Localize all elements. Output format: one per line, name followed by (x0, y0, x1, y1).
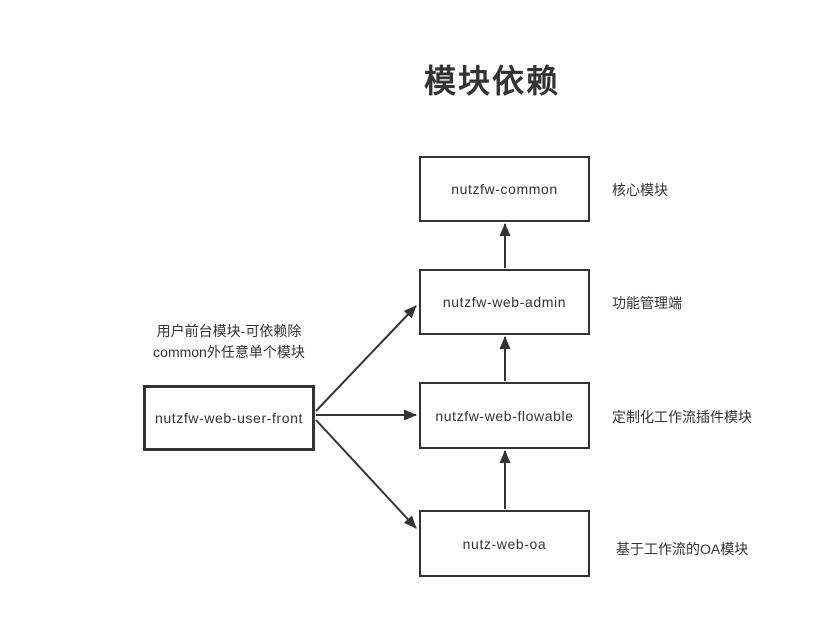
node-nutzfw-web-user-front: nutzfw-web-user-front (143, 385, 315, 451)
node-label-nutzfw-web-user-front: nutzfw-web-user-front (155, 410, 303, 426)
node-label-nutzfw-web-flowable: nutzfw-web-flowable (435, 407, 574, 424)
user-front-annotation: 用户前台模块-可依赖除 common外任意单个模块 (153, 323, 305, 360)
node-description-oa: 基于工作流的OA模块 (616, 541, 749, 557)
node-description-flowable: 定制化工作流插件模块 (612, 409, 752, 425)
node-nutzfw-web-flowable: nutzfw-web-flowable (419, 382, 590, 449)
arrow-userfront-to-oa (315, 419, 417, 529)
node-nutzfw-web-admin: nutzfw-web-admin (419, 269, 590, 335)
arrow-userfront-to-admin (315, 305, 417, 412)
node-nutzfw-common: nutzfw-common (419, 156, 590, 222)
node-label-nutzfw-web-admin: nutzfw-web-admin (442, 294, 567, 310)
node-label-nutz-web-oa: nutz-web-oa (462, 535, 547, 552)
node-nutz-web-oa: nutz-web-oa (419, 510, 590, 577)
node-description-admin: 功能管理端 (612, 295, 682, 311)
node-label-nutzfw-common: nutzfw-common (451, 181, 558, 197)
diagram-title: 模块依赖 (424, 63, 561, 99)
node-description-common: 核心模块 (612, 182, 668, 198)
